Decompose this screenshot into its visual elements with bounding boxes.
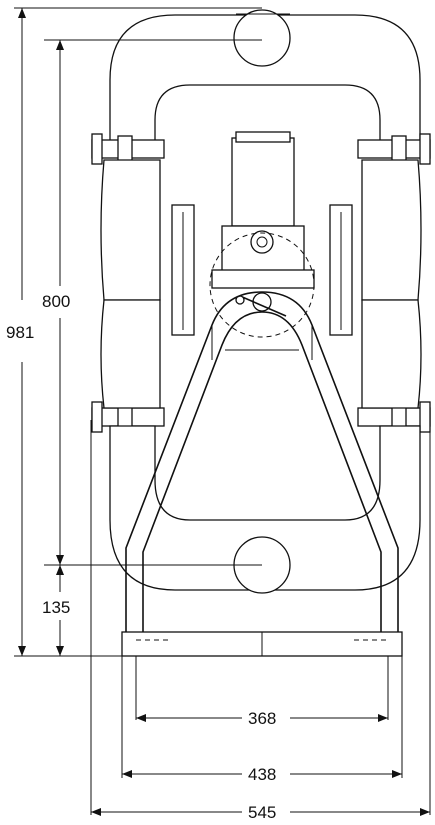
dimension-overall-height: 981 bbox=[6, 8, 34, 656]
stand-frame bbox=[125, 291, 399, 632]
inlet-manifold bbox=[109, 425, 421, 591]
pump-body bbox=[91, 9, 431, 594]
air-valve-housing bbox=[231, 137, 295, 227]
base-width-label: 438 bbox=[248, 765, 276, 784]
dimension-base-width: 438 bbox=[122, 765, 402, 784]
port-height-label: 800 bbox=[42, 292, 70, 311]
left-fluid-chamber bbox=[100, 159, 161, 301]
dimension-mount-spacing: 368 bbox=[136, 709, 388, 728]
pump-stand bbox=[121, 291, 403, 657]
right-fluid-chamber bbox=[361, 159, 422, 301]
overall-height-label: 981 bbox=[6, 323, 34, 342]
air-inlet-gauge bbox=[250, 230, 274, 254]
inlet-height-label: 135 bbox=[42, 598, 70, 617]
mount-spacing-label: 368 bbox=[248, 709, 276, 728]
top-right-clamp bbox=[357, 133, 431, 165]
bottom-right-clamp bbox=[357, 401, 431, 433]
dimension-port-height: 800 bbox=[42, 40, 70, 565]
extension-lines bbox=[14, 7, 431, 815]
overall-width-label: 545 bbox=[248, 803, 276, 822]
dimension-inlet-height: 135 bbox=[42, 565, 70, 656]
outlet-port bbox=[233, 9, 291, 67]
outlet-manifold bbox=[109, 14, 421, 146]
dimension-overall-width: 545 bbox=[91, 803, 430, 822]
